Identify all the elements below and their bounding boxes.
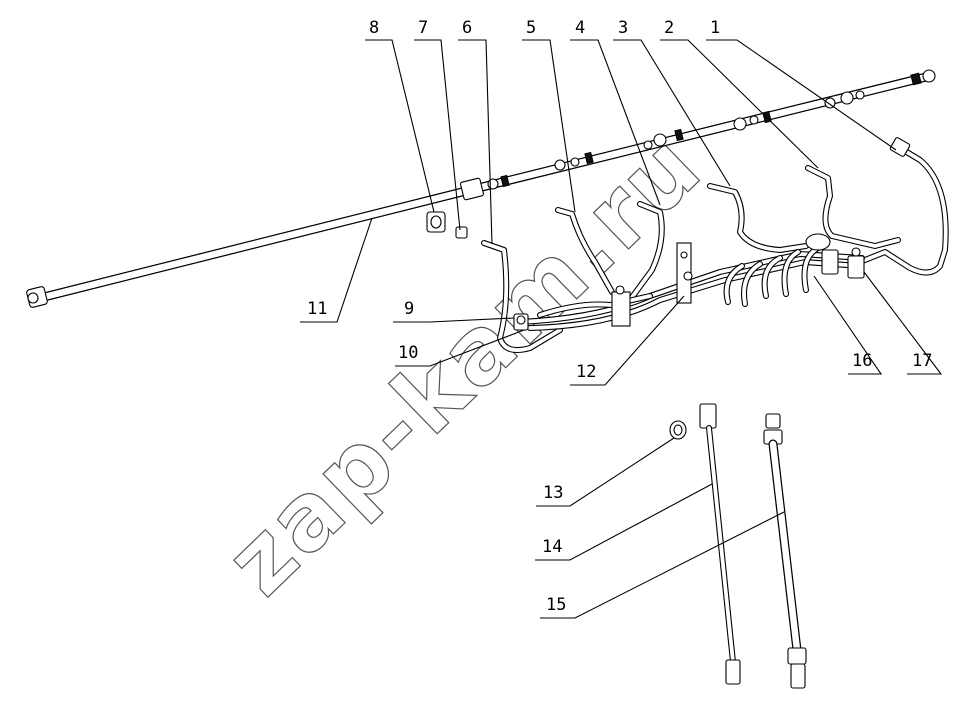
nut-part-8 [426, 211, 446, 233]
manifold-assembly [513, 233, 865, 331]
tube-part-14 [699, 403, 741, 685]
callout-12: 12 [576, 362, 596, 382]
hose-part-15 [763, 413, 807, 689]
callout-17: 17 [912, 351, 932, 371]
leader-lines [300, 39, 943, 619]
callout-10: 10 [398, 343, 418, 363]
callout-7: 7 [418, 18, 428, 38]
fuel-line-part-5 [555, 207, 615, 295]
fuel-line-part-3 [707, 183, 809, 253]
fuel-line-part-6 [481, 240, 563, 353]
callout-labels: 1 2 3 4 5 6 7 8 9 10 11 12 13 14 15 16 1… [307, 18, 932, 615]
callout-11: 11 [307, 299, 327, 319]
callout-9: 9 [404, 299, 414, 319]
callout-13: 13 [543, 483, 563, 503]
fitting-part-7 [455, 226, 468, 239]
fuel-line-part-4 [627, 201, 665, 303]
callout-4: 4 [575, 18, 585, 38]
callout-6: 6 [462, 18, 472, 38]
callout-8: 8 [369, 18, 379, 38]
callout-5: 5 [526, 18, 536, 38]
long-pipe-assembly [26, 69, 936, 308]
fuel-line-part-1 [857, 137, 949, 276]
callout-1: 1 [710, 18, 720, 38]
ring-part-13 [669, 420, 687, 440]
clamp-bracket-right [847, 255, 865, 279]
callout-15: 15 [546, 595, 566, 615]
callout-3: 3 [618, 18, 628, 38]
fuel-line-part-2 [805, 165, 901, 249]
callout-14: 14 [542, 537, 562, 557]
callout-16: 16 [852, 351, 872, 371]
callout-2: 2 [664, 18, 674, 38]
clamp-bracket-mid [611, 291, 631, 327]
